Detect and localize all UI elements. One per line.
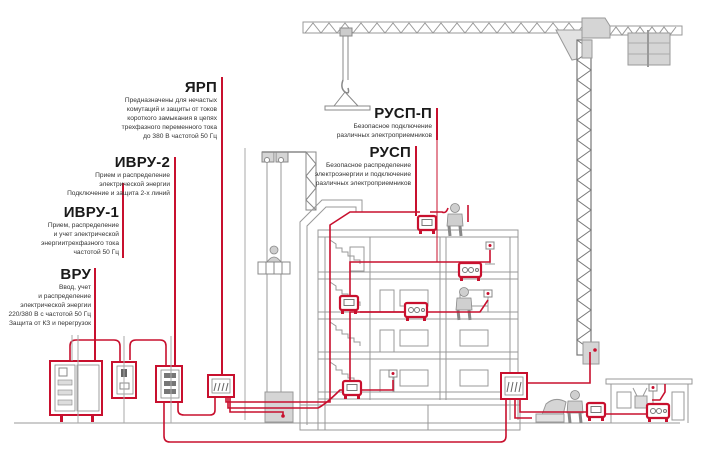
power-cables [69,205,666,443]
ivru1-cabinet [111,336,137,423]
power-socket-box-icon [645,402,671,424]
construction-hoist-icon [244,148,317,420]
label-title: РУСП-П [374,105,432,122]
label-leader-lines [94,77,438,374]
label-title: ВРУ [60,266,91,283]
label-title: РУСП [369,144,411,161]
label-desc: Предназначены для нечастых комутаций и з… [121,97,217,140]
concrete-mixer-icon [535,398,567,423]
label-desc: Прием и распределение электрической энер… [67,172,170,197]
label-ivru2: ИВРУ-2 Прием и распределение электрическ… [67,155,170,198]
tower-crane-icon [302,17,683,365]
label-desc: Ввод, учет и распределение электрической… [8,284,91,327]
lamp-icon [647,383,659,407]
distribution-cabinet-icon [500,372,528,400]
vru-cabinet [49,335,103,423]
label-title: ИВРУ-1 [63,204,119,221]
label-yarp: ЯРП Предназначены для нечастых комутаций… [122,80,217,141]
yarp-cabinet [207,374,235,398]
label-vru: ВРУ Ввод, учет и распределение электриче… [8,267,91,328]
worker-icon [565,389,585,425]
utility-block [264,391,294,423]
label-desc: Прием, распределение и учет электрическо… [41,222,119,256]
label-ivru1: ИВРУ-1 Прием, распределение и учет элект… [41,205,119,257]
label-desc: Безопасное распределение электроэнергии … [314,162,411,187]
site-cabin-icon [605,378,693,423]
label-title: ИВРУ-2 [114,154,170,171]
power-socket-box-icon [338,294,360,316]
ivru2-cabinet [155,336,183,423]
label-title: ЯРП [184,79,217,96]
power-socket-box-icon [585,401,607,423]
label-rusp: РУСП Безопасное распределение электроэне… [315,145,411,188]
label-desc: Безопасное подключение различных электро… [336,123,432,139]
label-rusp-p: РУСП-П Безопасное подключение различных … [337,106,432,140]
